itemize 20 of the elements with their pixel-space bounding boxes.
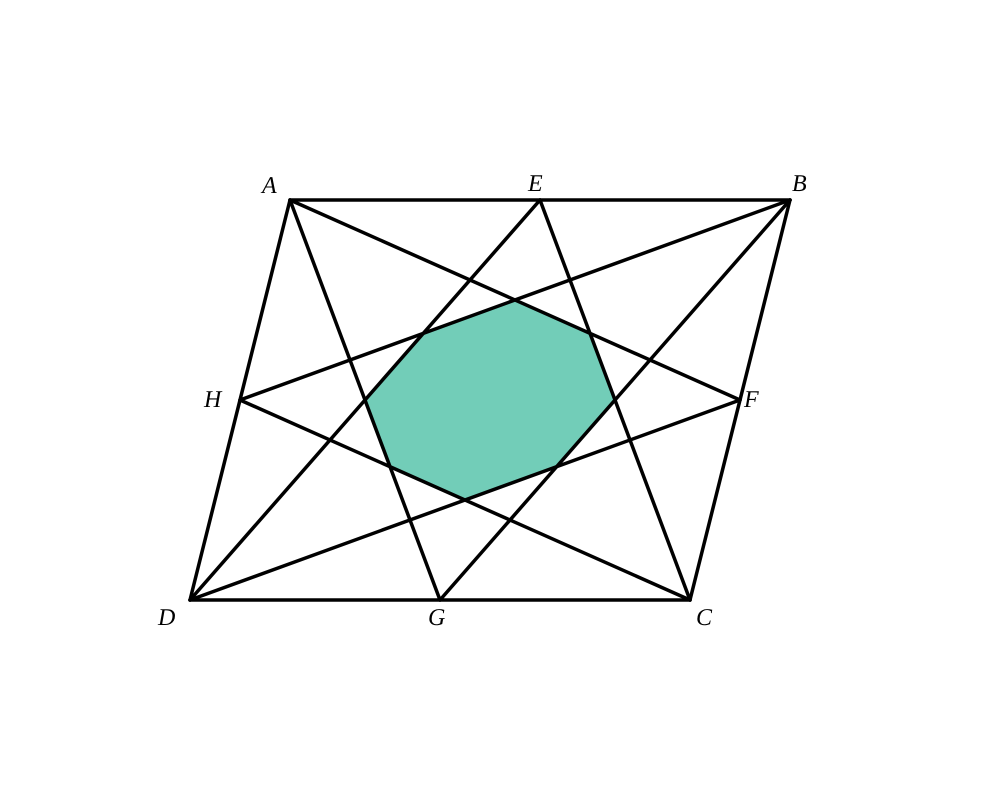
vertex-label: H	[204, 386, 222, 414]
vertex-label: A	[262, 172, 277, 200]
line-segment	[288, 198, 742, 402]
line-segment	[238, 398, 692, 602]
vertex-label: E	[528, 170, 543, 198]
line-segment	[688, 198, 792, 602]
vertex-label: C	[696, 604, 712, 632]
vertex-label: G	[428, 604, 446, 632]
line-segment	[238, 198, 792, 402]
line-segment	[188, 198, 542, 602]
line-segment	[188, 398, 742, 602]
line-segment	[188, 598, 692, 602]
shaded-octagon	[365, 300, 615, 500]
vertex-label: D	[158, 604, 176, 632]
vertex-label: B	[792, 170, 807, 198]
line-segment	[438, 198, 792, 602]
line-segment	[188, 198, 292, 602]
vertex-label: F	[744, 386, 759, 414]
line-segment	[288, 198, 442, 602]
line-segment	[538, 198, 692, 602]
